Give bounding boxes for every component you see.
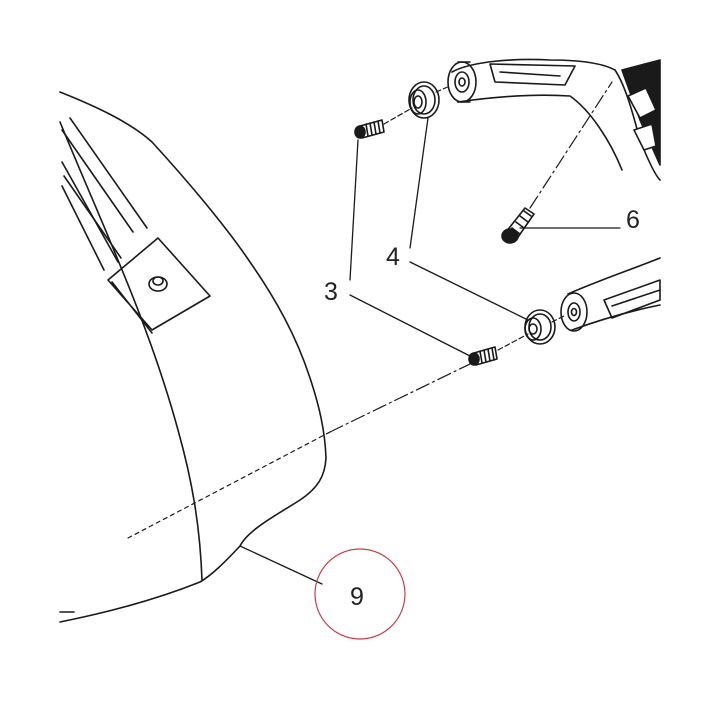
- leader-4-bottom: [409, 261, 529, 321]
- lower-bracket-arm: [560, 257, 661, 332]
- leader-3-bottom: [349, 294, 471, 357]
- cover-hidden-edge: [127, 431, 331, 539]
- center-bolt: [501, 207, 535, 244]
- callout-3: 3: [324, 278, 338, 306]
- leader-4-top: [409, 117, 429, 249]
- callout-9-highlight-circle: [314, 548, 406, 640]
- callout-9: 9: [350, 583, 364, 611]
- cover-crease: [59, 121, 203, 581]
- cover-outer-edge: [59, 91, 327, 623]
- cover-mount-tab: [107, 237, 211, 334]
- screw-top: [354, 119, 385, 139]
- tab-hole-icon: [148, 276, 168, 292]
- grommet-top: [408, 81, 440, 119]
- screw-bottom: [468, 346, 498, 366]
- callout-6: 6: [626, 206, 640, 234]
- cover-rail-slot: [63, 175, 122, 259]
- cover-panel: [59, 91, 331, 623]
- leader-9: [239, 545, 323, 585]
- callout-4: 4: [386, 243, 400, 271]
- alignment-lines: [329, 81, 613, 433]
- upper-bracket-arm: [447, 58, 661, 181]
- leader-3-top: [349, 139, 359, 281]
- cover-rail: [61, 117, 148, 271]
- leader-lines: [239, 117, 621, 585]
- grommet-bottom: [524, 309, 556, 345]
